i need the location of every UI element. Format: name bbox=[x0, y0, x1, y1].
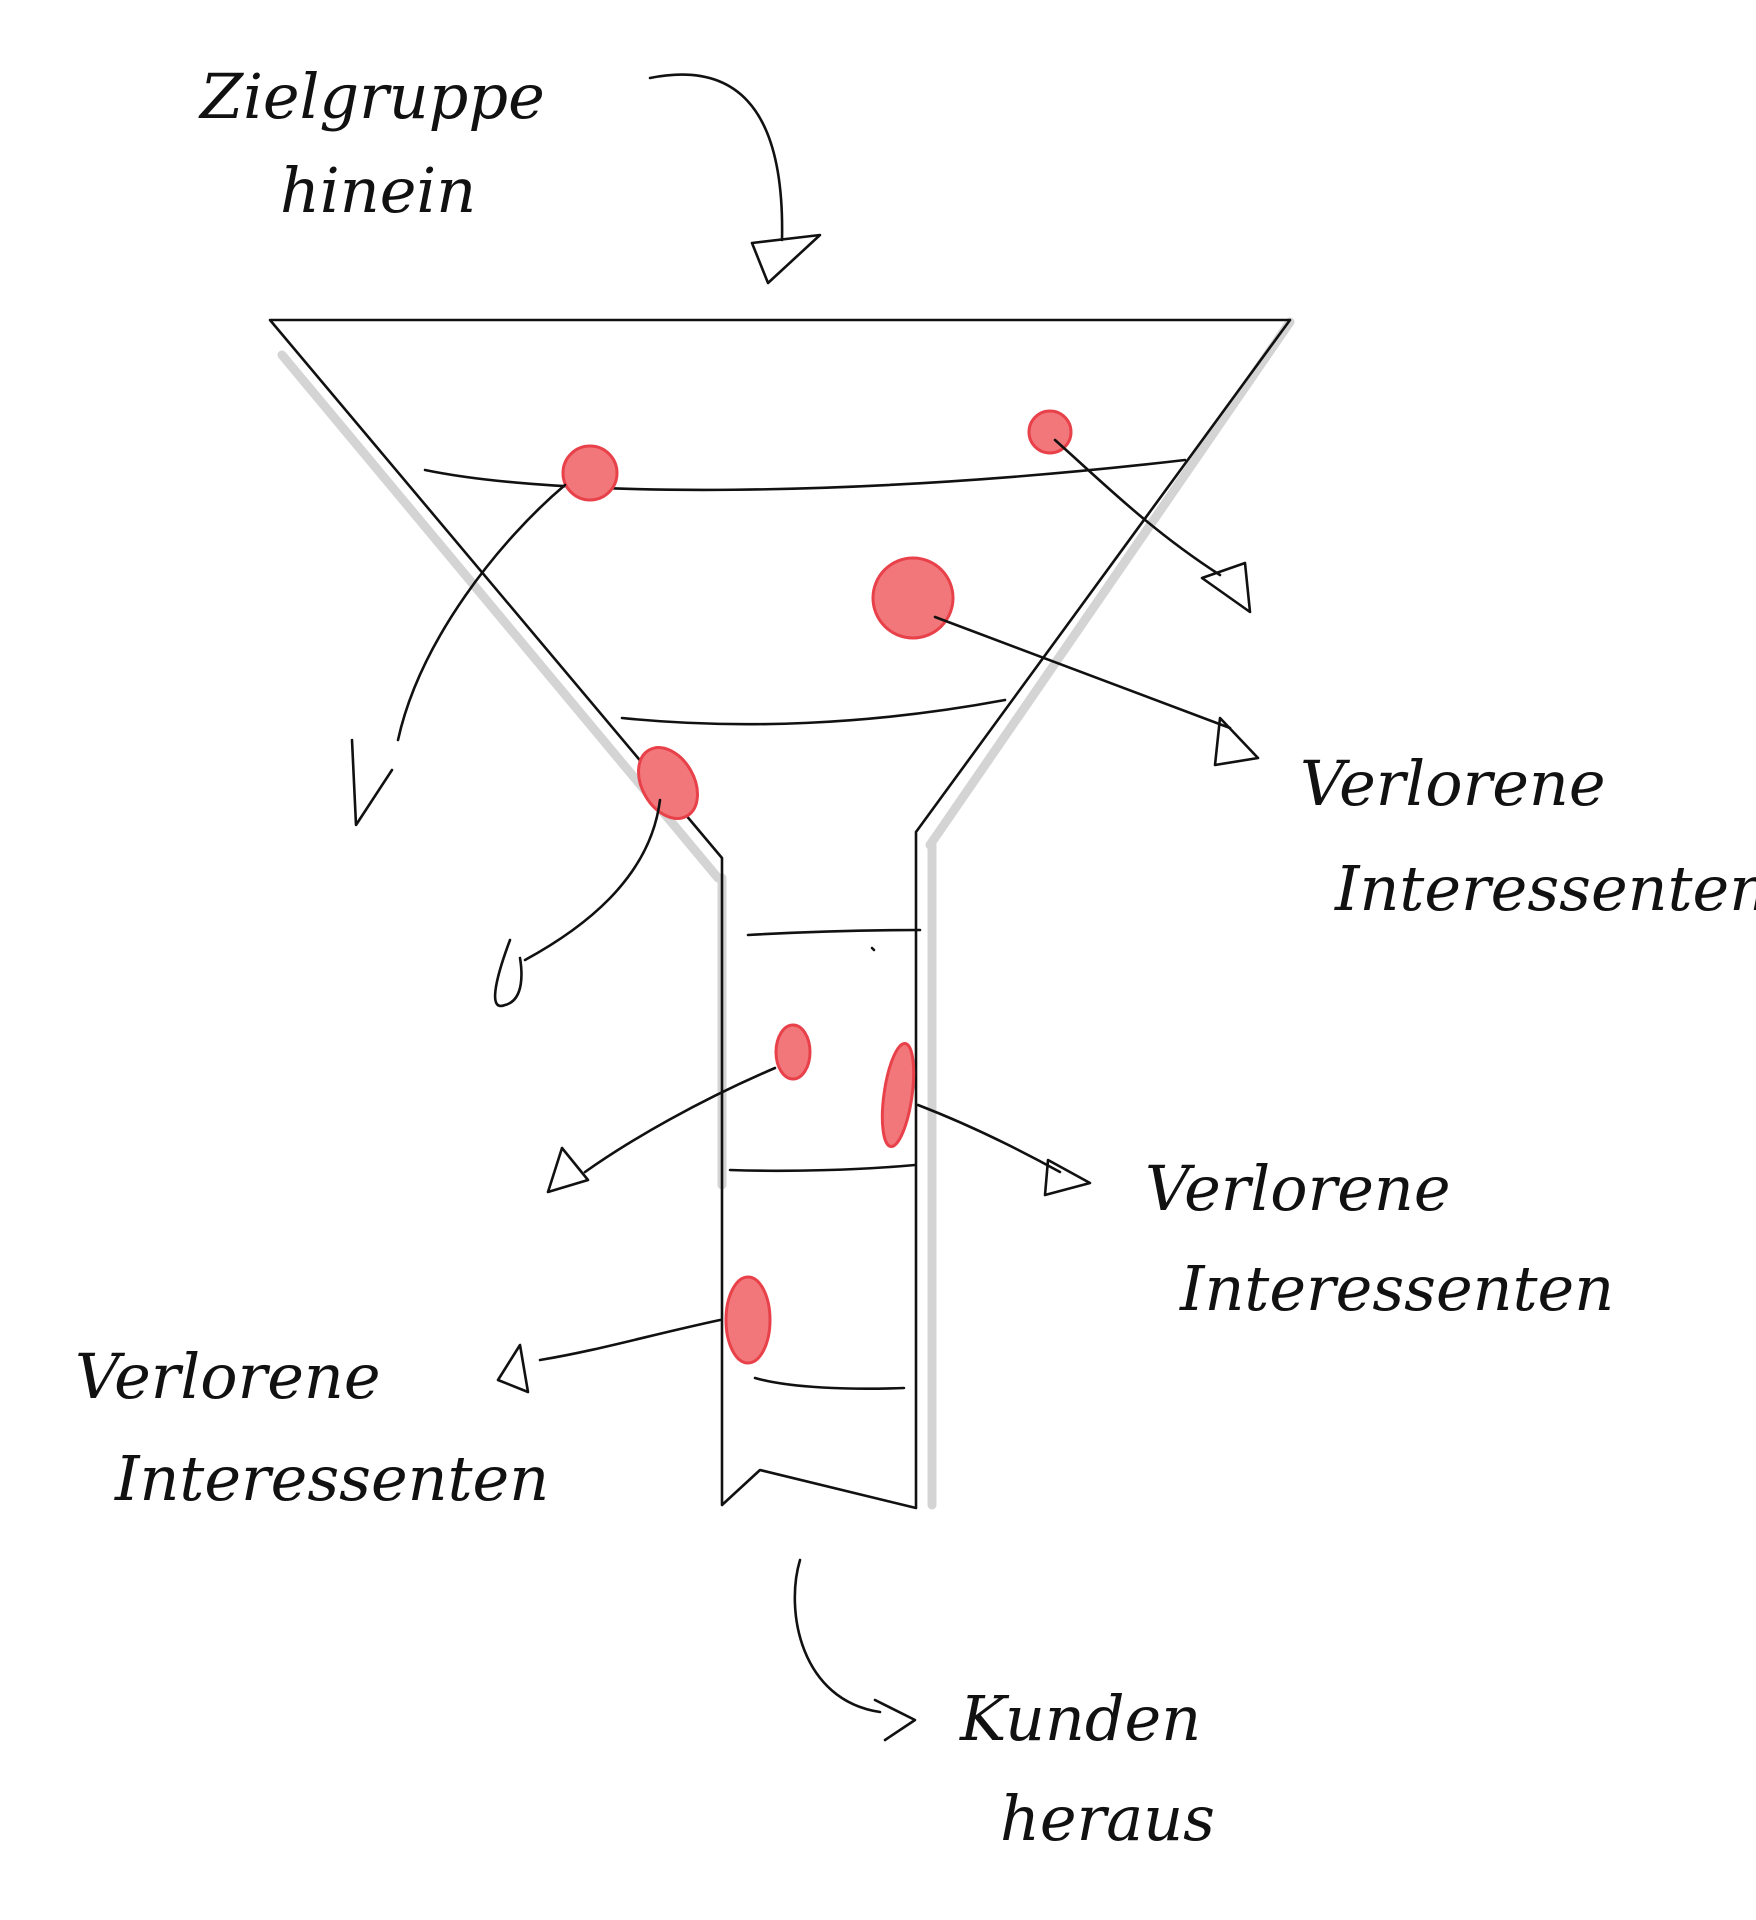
label-right-upper-line2: Interessenten bbox=[1334, 852, 1756, 925]
arrow-left-edge-out bbox=[493, 798, 662, 1008]
dot-upper-right bbox=[1027, 409, 1073, 455]
funnel-outline bbox=[268, 318, 1292, 1510]
label-right-lower-line1: Verlorene bbox=[1145, 1152, 1451, 1225]
label-right-lower-line2: Interessenten bbox=[1179, 1252, 1614, 1325]
arrow-stem-right-out bbox=[916, 1103, 1092, 1197]
arrow-stem-left-out bbox=[546, 1066, 777, 1194]
dot-stem-lower bbox=[724, 1275, 772, 1365]
label-top-line2: hinein bbox=[280, 154, 476, 227]
dot-stem-right bbox=[880, 1041, 916, 1149]
label-right-upper-line1: Verlorene bbox=[1300, 747, 1606, 820]
arrow-middle-out bbox=[933, 615, 1260, 767]
dot-left-edge bbox=[637, 746, 699, 820]
dot-upper-left bbox=[561, 444, 619, 502]
label-bottom-line2: heraus bbox=[1000, 1782, 1215, 1855]
label-top-line1: Zielgruppe bbox=[198, 60, 545, 133]
arrow-upper-right-out bbox=[1053, 438, 1252, 614]
funnel-level-lines bbox=[423, 458, 1187, 1390]
arrow-into-funnel bbox=[648, 73, 822, 285]
label-left-lower-line2: Interessenten bbox=[114, 1442, 549, 1515]
arrow-out-of-funnel bbox=[793, 1558, 917, 1742]
red-dots bbox=[561, 409, 1073, 1365]
label-left-lower-line1: Verlorene bbox=[75, 1340, 381, 1413]
label-bottom-line1: Kunden bbox=[959, 1682, 1201, 1755]
dot-middle bbox=[871, 556, 955, 640]
arrow-upper-left-out bbox=[350, 483, 567, 827]
dot-stem-left bbox=[774, 1023, 812, 1081]
arrows bbox=[350, 73, 1260, 1742]
arrow-stem-lower-out bbox=[496, 1318, 722, 1394]
funnel-shadow bbox=[277, 317, 1295, 1510]
labels: Zielgruppe hinein Verlorene Interessente… bbox=[75, 60, 1756, 1855]
